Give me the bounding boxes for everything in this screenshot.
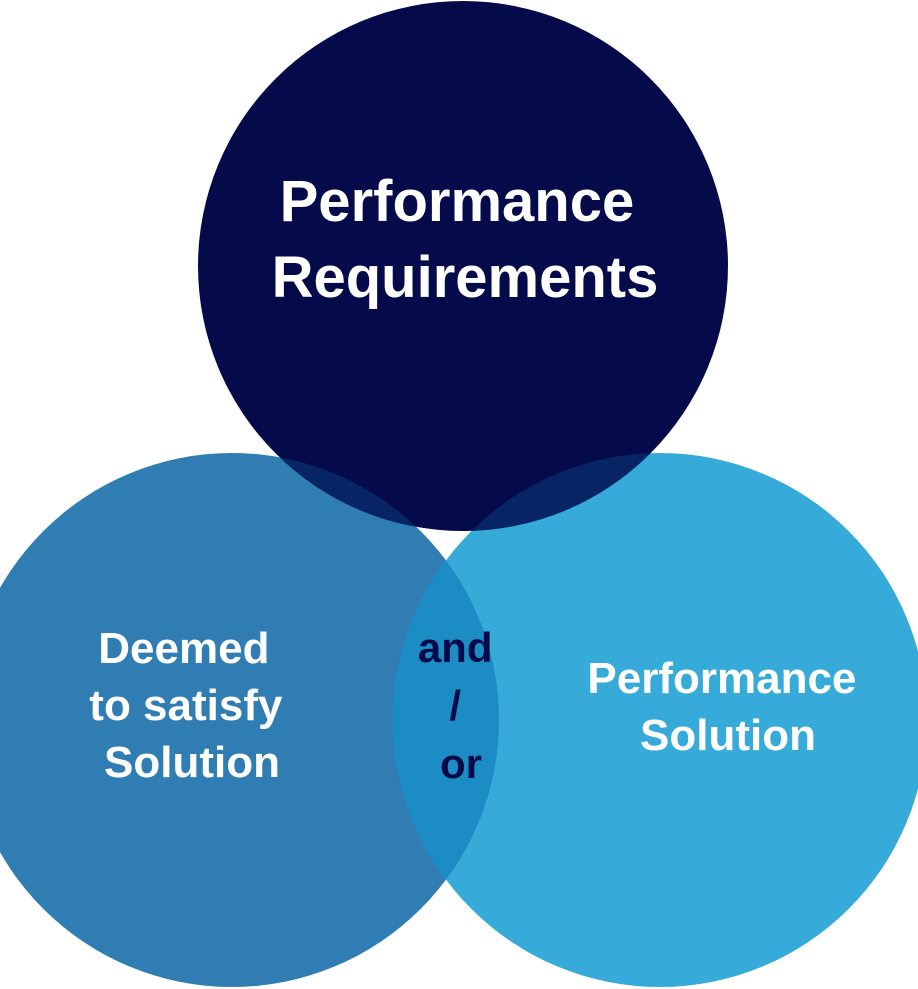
right-circle-label: Performance Solution <box>587 654 868 760</box>
right-label-line: Solution <box>640 711 816 760</box>
top-label-line: Requirements <box>272 245 659 310</box>
center-label-line: and <box>418 624 493 671</box>
top-circle-label: Performance Requirements <box>272 169 659 310</box>
center-and-or-label: and / or <box>418 624 504 787</box>
center-label-line: / <box>449 682 461 729</box>
left-circle-label: Deemed to satisfy Solution <box>89 624 294 787</box>
left-circle <box>0 453 499 987</box>
center-label-line: or <box>440 740 482 787</box>
right-circle <box>393 453 918 987</box>
left-label-line: Solution <box>104 738 280 787</box>
top-circle <box>198 1 728 531</box>
right-label-line: Performance <box>587 654 856 703</box>
left-label-line: Deemed <box>98 624 269 673</box>
top-label-line: Performance <box>280 169 635 234</box>
left-label-line: to satisfy <box>89 681 283 730</box>
